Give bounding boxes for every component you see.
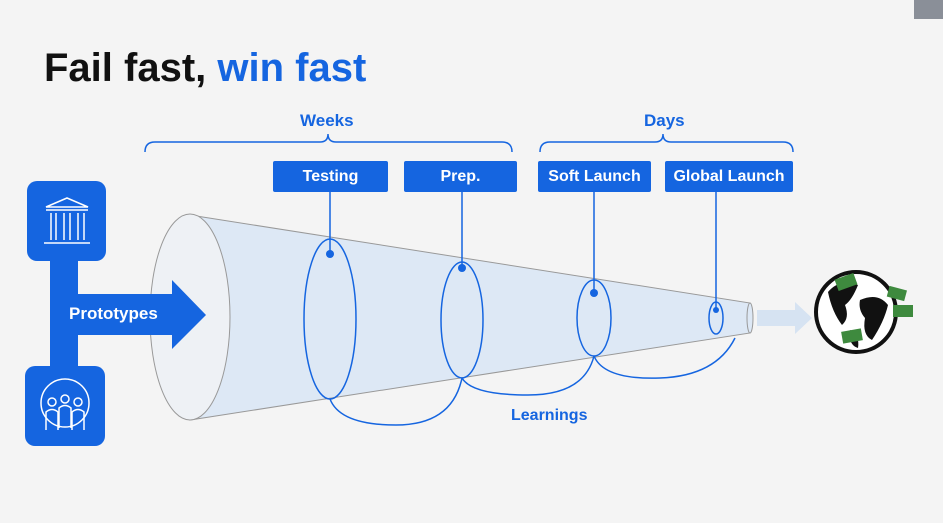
days-label: Days bbox=[644, 111, 685, 130]
title-text: Fail fast, bbox=[44, 46, 218, 90]
prototypes-arrow bbox=[50, 280, 206, 349]
learnings-label: Learnings bbox=[511, 407, 588, 424]
institution-tile bbox=[27, 181, 106, 261]
funnel-tip bbox=[746, 302, 754, 334]
output-arrow bbox=[757, 302, 812, 334]
weeks-bracket bbox=[144, 133, 513, 153]
stage-prep: Prep. bbox=[404, 161, 517, 192]
slide-title: Fail fast, win fast bbox=[44, 46, 366, 91]
prototypes-label: Prototypes bbox=[69, 304, 158, 323]
title-accent-text: win fast bbox=[217, 46, 367, 90]
stage-dots bbox=[326, 250, 719, 313]
global-people-icon bbox=[40, 378, 90, 430]
webcam-thumbnail bbox=[914, 0, 943, 19]
stage-global-launch: Global Launch bbox=[665, 161, 793, 192]
stage-soft-launch: Soft Launch bbox=[538, 161, 651, 192]
stage-rings bbox=[303, 192, 736, 426]
weeks-label: Weeks bbox=[300, 111, 354, 130]
funnel-cone bbox=[189, 214, 751, 421]
bank-icon bbox=[44, 197, 90, 244]
days-bracket bbox=[539, 133, 794, 153]
globe-money-icon bbox=[814, 270, 913, 354]
stage-testing: Testing bbox=[273, 161, 388, 192]
